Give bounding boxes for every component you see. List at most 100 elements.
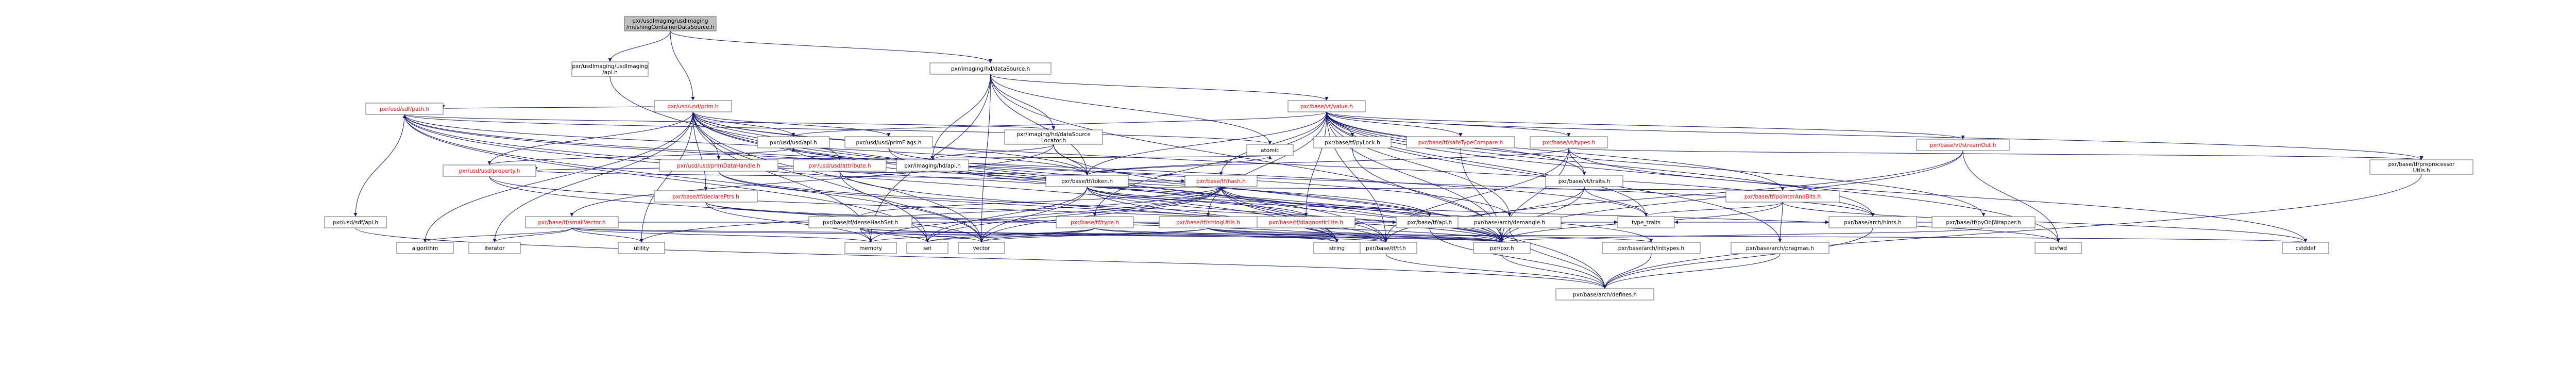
graph-node-base-tf-token[interactable]: pxr/base/tf/token.h: [1045, 175, 1129, 187]
include-edge-weak_ptr-to-memory: [705, 202, 873, 243]
node-label: pxr/base/arch/defines.h: [1573, 292, 1637, 298]
include-edge-dense_hash_set-to-tf_tf: [860, 227, 1387, 243]
node-label: pxr/usd/usd/primDataHandle.h: [677, 163, 760, 169]
graph-node-weak-ptr[interactable]: pxr/base/tf/declarePtrs.h: [654, 190, 758, 203]
graph-node-value[interactable]: pxr/base/vt/value.h: [1287, 100, 1366, 112]
node-label: pxr/imaging/hd/api.h: [904, 163, 961, 169]
include-edge-hash-to-tf_tf: [1221, 186, 1388, 243]
node-label: pxr/usd/usd/attribute.h: [808, 163, 871, 169]
graph-node-type-traits[interactable]: type_traits: [1617, 216, 1675, 228]
graph-node-hash[interactable]: pxr/base/tf/hash.h: [1184, 175, 1258, 187]
include-edge-pointer_and_bits-to-type_traits: [1644, 202, 1783, 217]
node-box: [1246, 144, 1294, 156]
include-edge-py_obj_wrapper-to-pxr_h: [1500, 227, 1984, 243]
graph-node-arch-pragmas[interactable]: pxr/base/arch/pragmas.h: [1731, 242, 1829, 254]
graph-node-algorithm[interactable]: algorithm: [396, 242, 454, 254]
node-label: type_traits: [1632, 220, 1660, 226]
node-box: [624, 16, 717, 31]
graph-node-string-utils[interactable]: pxr/base/tf/stringUtils.h: [1159, 216, 1258, 228]
include-edge-hd_ds-to-vector: [979, 74, 991, 243]
node-label: pxr/base/tf/safeTypeCompare.h: [1418, 140, 1503, 146]
graph-node-hd-api[interactable]: pxr/imaging/hd/api.h: [896, 159, 969, 172]
graph-node-iterator[interactable]: iterator: [468, 242, 521, 254]
graph-node-dense-hash-set[interactable]: pxr/base/tf/denseHashSet.h: [808, 216, 912, 228]
graph-node-sdf-path[interactable]: pxr/usd/sdf/path.h: [365, 103, 444, 115]
graph-node-vector[interactable]: vector: [958, 242, 1005, 254]
graph-node-hd-ds[interactable]: pxr/imaging/hd/dataSource.h: [929, 62, 1052, 75]
graph-node-vt-traits[interactable]: pxr/base/vt/traits.h: [1545, 175, 1623, 187]
graph-node-pxr-h[interactable]: pxr/pxr.h: [1473, 242, 1531, 254]
include-edge-sdf_path-to-vector: [404, 114, 984, 243]
graph-node-diagnostic-lite[interactable]: pxr/base/tf/diagnosticLite.h: [1257, 216, 1355, 228]
node-label: pxr/base/tf/pyLock.h: [1325, 140, 1380, 146]
graph-node-string[interactable]: string: [1313, 242, 1361, 254]
include-edge-usd_property-to-pxr_h: [489, 176, 1504, 243]
graph-node-py-lock[interactable]: pxr/base/tf/pyLock.h: [1313, 136, 1392, 148]
graph-node-usdImaging-api[interactable]: pxr/usdImaging/usdImaging/api.h: [571, 61, 649, 77]
graph-node-safe-type-compare[interactable]: pxr/base/tf/safeTypeCompare.h: [1406, 136, 1515, 148]
include-edge-vt_types-to-tf_tf: [1384, 147, 1569, 243]
node-layer: pxr/usdImaging/usdImaging/meshingContain…: [324, 16, 2473, 301]
include-edge-usd_prim-to-vector: [692, 111, 984, 243]
include-edge-usd_prim-to-attribute: [692, 111, 842, 160]
graph-node-cstddef[interactable]: cstddef: [2282, 242, 2329, 254]
graph-node-arch-defines[interactable]: pxr/base/arch/defines.h: [1555, 288, 1654, 301]
graph-node-pointer-and-bits[interactable]: pxr/base/tf/pointerAndBits.h: [1725, 190, 1840, 203]
graph-node-sdf-api[interactable]: pxr/usd/sdf/api.h: [324, 216, 387, 228]
node-box: [1602, 242, 1701, 254]
node-box: [1313, 136, 1392, 148]
node-label: pxr/usd/usd/api.h: [770, 140, 817, 146]
include-edge-attribute-to-base_tf_token: [839, 171, 1089, 176]
include-edge-preprocessor_utils-to-arch_defines: [1603, 174, 2422, 289]
node-box: [1555, 288, 1654, 301]
node-box: [896, 159, 969, 172]
node-label: cstddef: [2296, 245, 2316, 252]
include-edge-string_utils-to-vector: [979, 227, 1209, 243]
graph-node-root[interactable]: pxr/usdImaging/usdImaging/meshingContain…: [624, 16, 717, 31]
node-box: [324, 216, 387, 228]
graph-node-set[interactable]: set: [906, 242, 948, 254]
include-edge-dense_hash_set-to-hash: [860, 186, 1223, 217]
include-edge-hash-to-vector: [979, 186, 1222, 243]
node-box: [1530, 136, 1608, 148]
graph-node-vt-types[interactable]: pxr/base/vt/types.h: [1530, 136, 1608, 148]
graph-node-tf-type[interactable]: pxr/base/tf/type.h: [1056, 216, 1134, 228]
graph-node-atomic[interactable]: atomic: [1246, 144, 1294, 156]
node-box: [1473, 242, 1531, 254]
graph-node-usd-prim[interactable]: pxr/usd/usd/prim.h: [654, 100, 732, 112]
graph-node-py-obj-wrapper[interactable]: pxr/base/tf/pyObjWrapper.h: [1931, 216, 2036, 228]
include-edge-string_utils-to-pxr_h: [1208, 227, 1504, 243]
include-edge-value-to-tf_type: [1093, 111, 1327, 217]
graph-node-prim-flags[interactable]: pxr/usd/usd/primFlags.h: [844, 136, 933, 148]
node-box: [525, 216, 619, 228]
include-edge-vt_traits-to-tf_tf: [1384, 186, 1585, 243]
include-edge-prim_data_handle-to-atomic: [718, 155, 1271, 160]
graph-node-arch-hints[interactable]: pxr/base/arch/hints.h: [1828, 216, 1917, 228]
graph-node-arch-inttypes[interactable]: pxr/base/arch/inttypes.h: [1602, 242, 1701, 254]
node-label: atomic: [1261, 147, 1279, 154]
include-edge-value-to-hash: [1219, 111, 1327, 176]
graph-node-tf-tf[interactable]: pxr/base/tf/tf.h: [1354, 242, 1417, 254]
graph-node-prim-data-handle[interactable]: pxr/usd/usd/primDataHandle.h: [659, 159, 778, 172]
node-box: [906, 242, 948, 254]
node-label: pxr/imaging/hd/dataSource.h: [951, 66, 1030, 72]
graph-node-small-vector[interactable]: pxr/base/tf/smallVector.h: [525, 216, 619, 228]
graph-node-usd-property[interactable]: pxr/usd/usd/property.h: [443, 164, 536, 177]
graph-node-usd-api[interactable]: pxr/usd/usd/api.h: [757, 136, 830, 148]
node-box: [396, 242, 454, 254]
node-label: pxr/base/tf/type.h: [1071, 220, 1119, 226]
graph-node-attribute[interactable]: pxr/usd/usd/attribute.h: [793, 159, 887, 172]
graph-node-memory[interactable]: memory: [844, 242, 897, 254]
node-label: pxr/base/tf/tf.h: [1366, 245, 1406, 252]
graph-node-utility[interactable]: utility: [618, 242, 665, 254]
node-label: pxr/base/tf/api.h: [1408, 220, 1452, 226]
include-edge-vt_types-to-base_tf_token: [1085, 147, 1569, 176]
graph-node-tf-api[interactable]: pxr/base/tf/api.h: [1396, 216, 1464, 228]
graph-node-stream-out[interactable]: pxr/base/vt/streamOut.h: [1916, 139, 2010, 151]
graph-node-arch-demangle[interactable]: pxr/base/arch/demangle.h: [1458, 216, 1562, 228]
graph-node-iosfwd[interactable]: iosfwd: [2035, 242, 2082, 254]
node-box: [654, 100, 732, 112]
